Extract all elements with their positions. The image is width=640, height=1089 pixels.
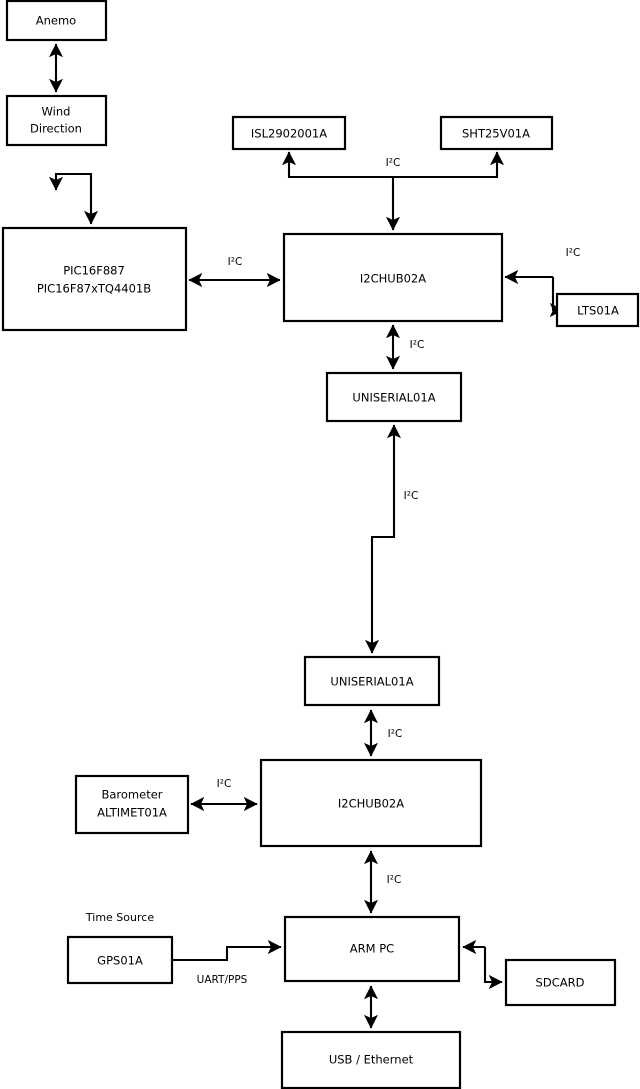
edge-label-uniserial-link: I²C bbox=[404, 490, 419, 502]
connector-gps-armpc: UART/PPS bbox=[172, 939, 282, 986]
edge-label-barometer-hubbot: I²C bbox=[217, 778, 232, 790]
node-sdcard-label: SDCARD bbox=[536, 976, 585, 990]
node-isl2902001a[interactable]: ISL2902001A bbox=[231, 115, 347, 151]
node-usb-ethernet[interactable]: USB / Ethernet bbox=[280, 1030, 462, 1089]
node-i2chub02a-top-box[interactable] bbox=[282, 232, 504, 323]
node-uniserial01a-top[interactable]: UNISERIAL01A bbox=[325, 371, 463, 423]
node-wind-direction-label-line1: Wind bbox=[42, 105, 71, 119]
node-gps01a-box[interactable] bbox=[66, 935, 174, 985]
connector-hubbot-armpc: I²C bbox=[363, 850, 402, 914]
node-i2chub02a-top[interactable]: I2CHUB02A bbox=[282, 232, 504, 323]
node-pic-label-line2: PIC16F87xTQ4401B bbox=[37, 282, 151, 296]
node-gps01a-label: GPS01A bbox=[97, 954, 143, 968]
node-usb-ethernet-box[interactable] bbox=[280, 1030, 462, 1089]
node-isl2902001a-box[interactable] bbox=[231, 115, 347, 151]
node-sht25v01a[interactable]: SHT25V01A bbox=[439, 115, 554, 151]
node-usb-ethernet-label: USB / Ethernet bbox=[329, 1053, 414, 1067]
node-uniserial01a-bottom-box[interactable] bbox=[303, 655, 441, 707]
node-barometer-label-line1: Barometer bbox=[101, 788, 162, 802]
node-sht25v01a-label: SHT25V01A bbox=[462, 127, 530, 141]
connector-hub-lts: I²C bbox=[504, 247, 581, 318]
node-gps01a[interactable]: GPS01A bbox=[66, 935, 174, 985]
node-pic[interactable]: PIC16F887 PIC16F87xTQ4401B bbox=[1, 226, 188, 332]
connector-hub-sensors: I²C bbox=[281, 151, 505, 231]
connector-barometer-hubbot: I²C bbox=[190, 778, 258, 812]
node-anemo-box[interactable] bbox=[5, 0, 108, 42]
edge-label-hub-sensors: I²C bbox=[386, 157, 401, 169]
node-pic-box[interactable] bbox=[1, 226, 188, 332]
node-sht25v01a-box[interactable] bbox=[439, 115, 554, 151]
connector-hub-uniserial: I²C bbox=[385, 324, 425, 370]
node-i2chub02a-bottom-label: I2CHUB02A bbox=[338, 797, 404, 811]
node-wind-direction-label-line2: Direction bbox=[30, 122, 82, 136]
edge-label-hub-uniserial: I²C bbox=[410, 339, 425, 351]
node-barometer[interactable]: Barometer ALTIMET01A bbox=[74, 774, 190, 835]
node-uniserial01a-bottom-label: UNISERIAL01A bbox=[330, 675, 413, 689]
node-i2chub02a-bottom[interactable]: I2CHUB02A bbox=[259, 758, 483, 848]
node-isl2902001a-label: ISL2902001A bbox=[251, 127, 327, 141]
node-lts01a-box[interactable] bbox=[555, 292, 640, 328]
node-sdcard[interactable]: SDCARD bbox=[504, 958, 617, 1007]
node-armpc-box[interactable] bbox=[283, 915, 461, 983]
node-anemo-label: Anemo bbox=[36, 14, 76, 28]
node-i2chub02a-top-label: I2CHUB02A bbox=[360, 272, 426, 286]
connector-armpc-sdcard bbox=[462, 939, 503, 990]
node-sdcard-box[interactable] bbox=[504, 958, 617, 1007]
connector-wind-pic bbox=[48, 172, 99, 225]
node-uniserial01a-top-box[interactable] bbox=[325, 371, 463, 423]
node-i2chub02a-bottom-box[interactable] bbox=[259, 758, 483, 848]
node-lts01a[interactable]: LTS01A bbox=[555, 292, 640, 328]
node-anemo[interactable]: Anemo bbox=[5, 0, 108, 42]
node-barometer-box[interactable] bbox=[74, 774, 190, 835]
edge-label-hub-lts: I²C bbox=[566, 247, 581, 259]
connector-pic-hub: I²C bbox=[188, 256, 281, 288]
connector-uniserial-hubbot: I²C bbox=[363, 709, 403, 757]
node-uniserial01a-bottom[interactable]: UNISERIAL01A bbox=[303, 655, 441, 707]
edge-label-pic-hub: I²C bbox=[228, 256, 243, 268]
connector-uniserial-link: I²C bbox=[364, 424, 419, 654]
node-uniserial01a-top-label: UNISERIAL01A bbox=[352, 391, 435, 405]
node-wind-direction-box[interactable] bbox=[5, 94, 108, 147]
edge-label-hubbot-armpc: I²C bbox=[387, 874, 402, 886]
edge-label-gps-armpc: UART/PPS bbox=[197, 974, 248, 986]
node-lts01a-label: LTS01A bbox=[577, 304, 619, 318]
time-source-label: Time Source bbox=[85, 911, 154, 924]
node-armpc-label: ARM PC bbox=[350, 942, 394, 956]
node-pic-label-line1: PIC16F887 bbox=[63, 264, 125, 278]
node-barometer-label-line2: ALTIMET01A bbox=[97, 806, 167, 820]
node-wind-direction[interactable]: Wind Direction bbox=[5, 94, 108, 147]
edge-label-uniserial-hubbot: I²C bbox=[388, 728, 403, 740]
node-armpc[interactable]: ARM PC bbox=[283, 915, 461, 983]
